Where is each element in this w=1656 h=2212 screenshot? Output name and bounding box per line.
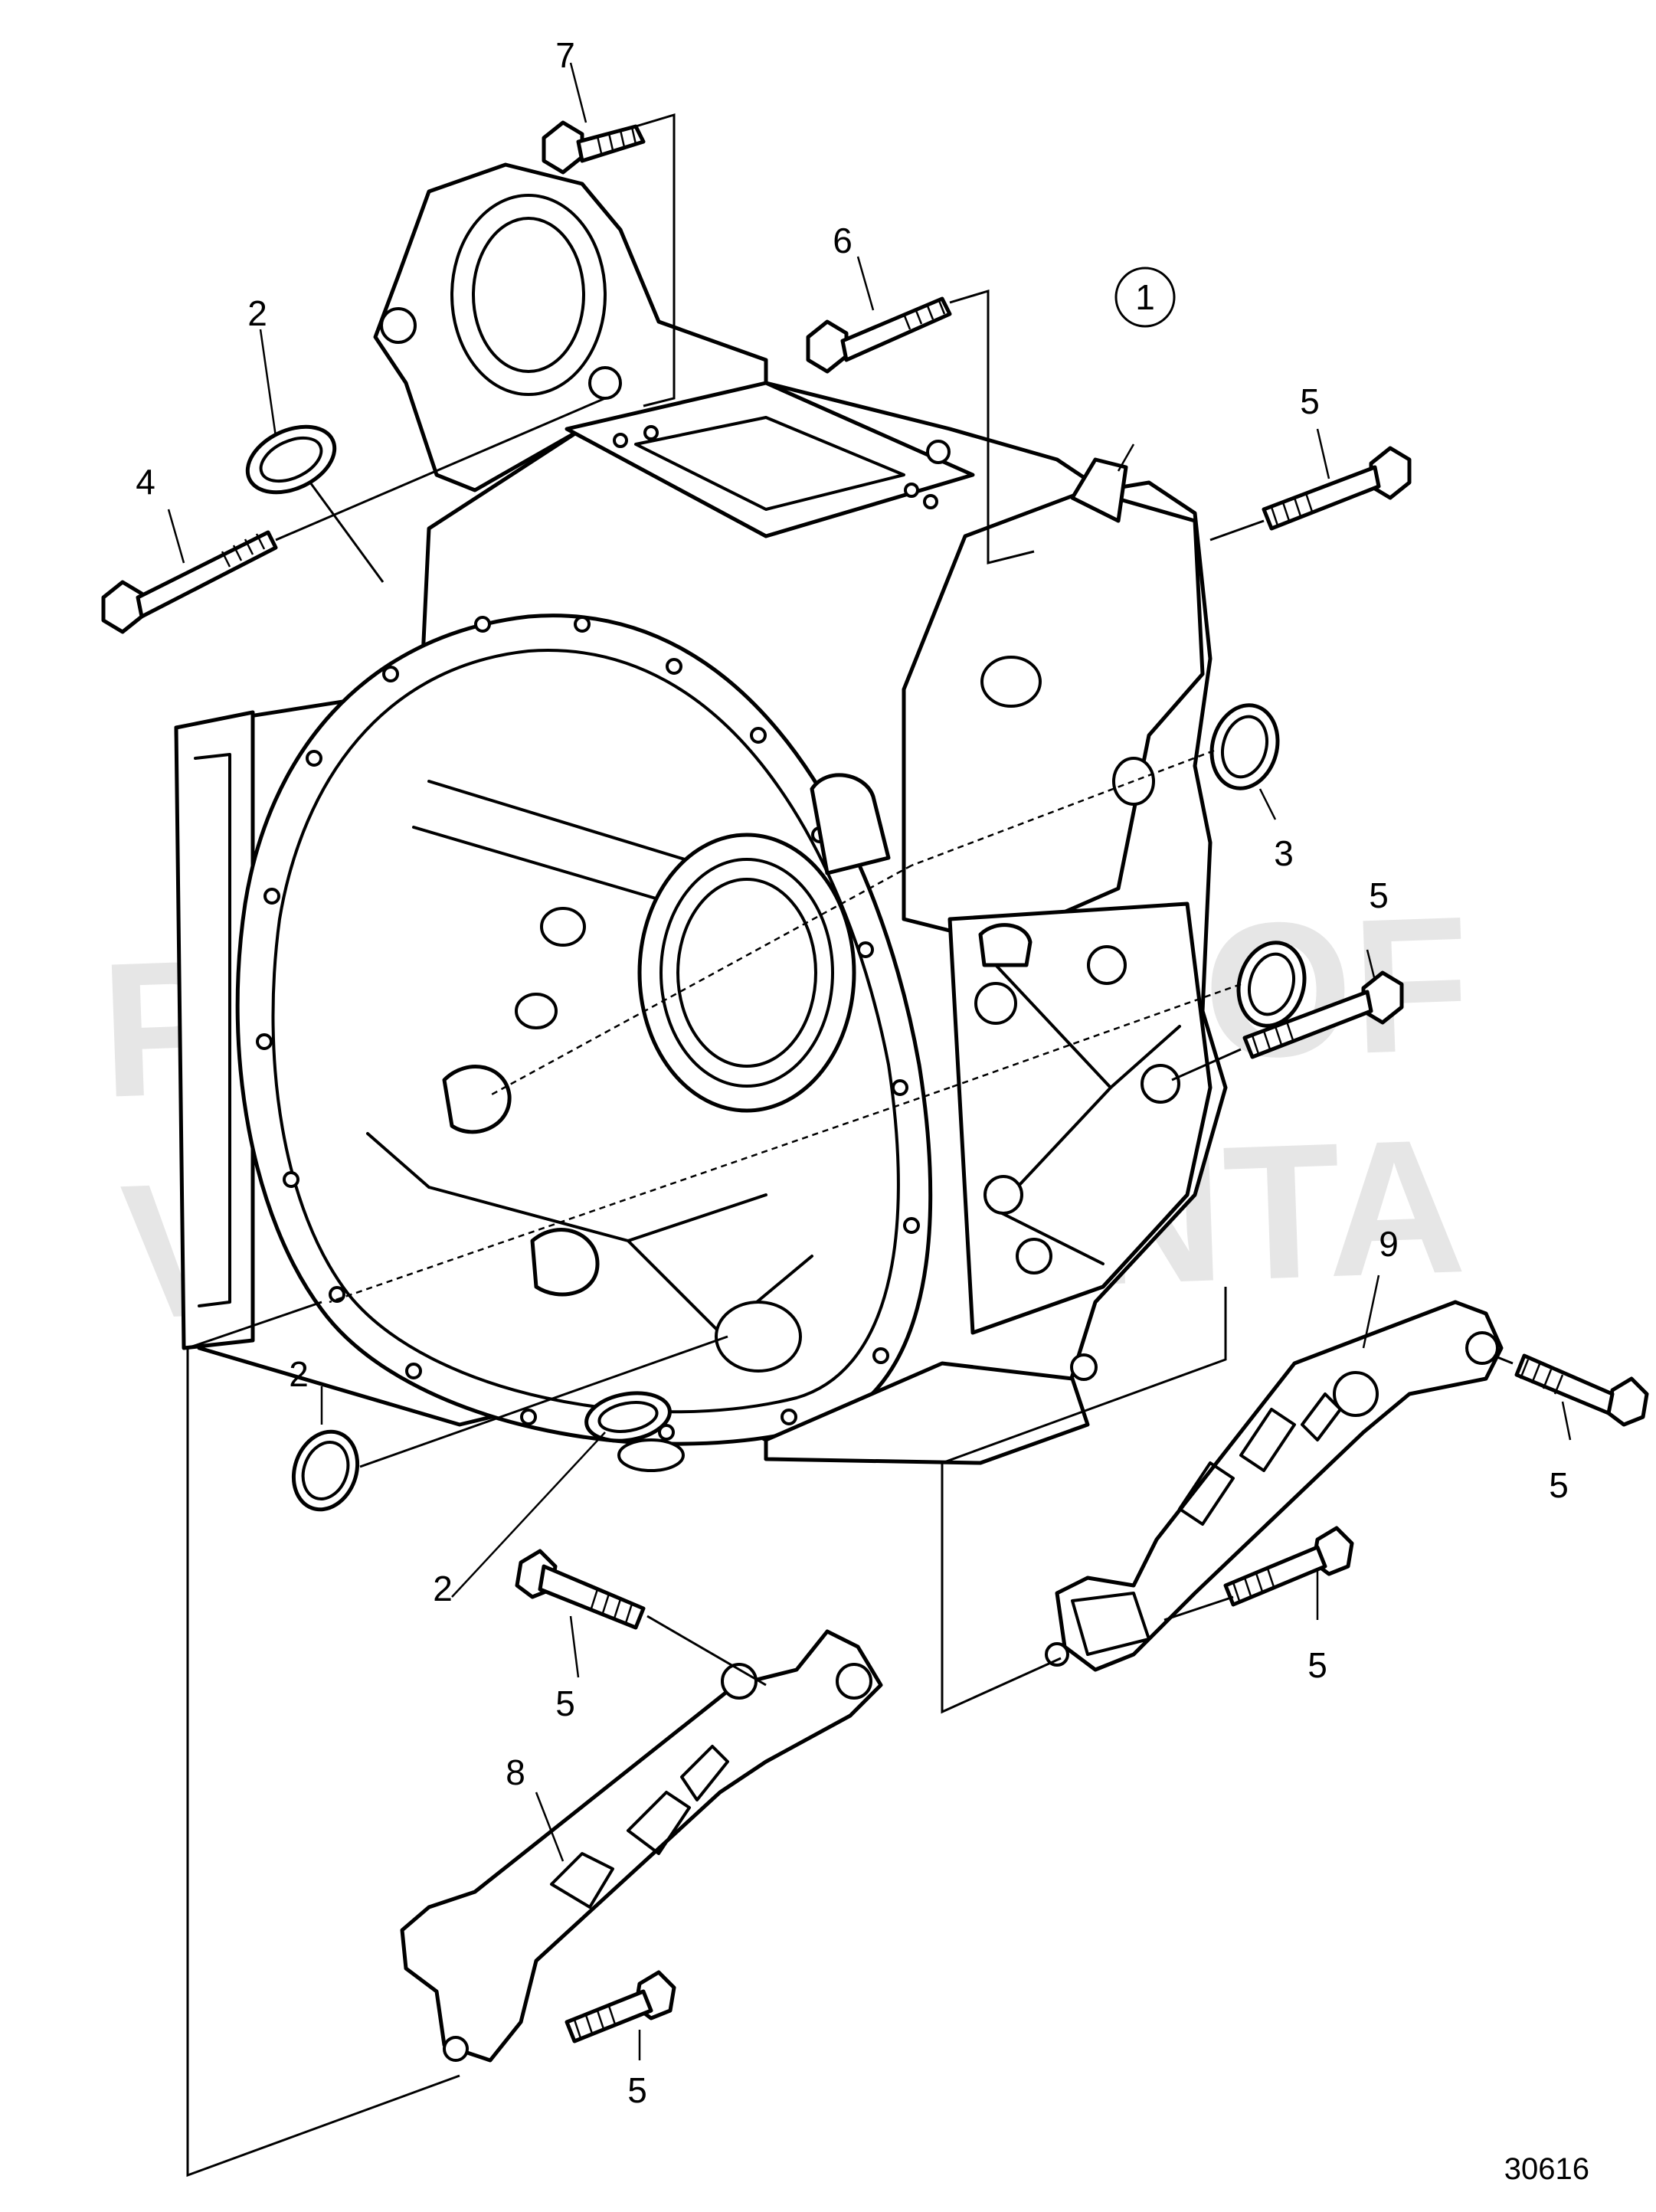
bolt-item-5-lower-left xyxy=(565,1970,676,2043)
callout-5-lower-left: 5 xyxy=(627,2070,647,2110)
callout-2-lower-left: 2 xyxy=(289,1354,309,1394)
bolt-item-5-right-bracket xyxy=(1223,1526,1354,1607)
flywheel-housing xyxy=(174,162,1228,1472)
bolt-item-5-right-middle xyxy=(1242,970,1404,1059)
seal-plug-upper-left xyxy=(245,424,337,495)
bolt-item-7 xyxy=(542,120,646,175)
seal-plug-right-lower xyxy=(1236,941,1307,1028)
bolt-item-5-center xyxy=(515,1549,646,1630)
callout-7: 7 xyxy=(555,35,575,75)
callout-2-upper: 2 xyxy=(247,293,267,333)
callout-3: 3 xyxy=(1274,833,1294,873)
callout-2-lower-center: 2 xyxy=(433,1569,453,1608)
callout-labels: 1 7 6 2 4 5 3 5 9 2 5 2 5 5 8 5 30616 xyxy=(136,35,1589,2186)
leader-lines xyxy=(167,62,1572,2178)
seal-plug-right-upper xyxy=(1209,703,1280,790)
bolt-item-6 xyxy=(806,296,952,374)
flange-bolt-holes xyxy=(256,616,920,1441)
callout-4: 4 xyxy=(136,462,155,502)
seal-plug-lower-left xyxy=(291,1429,360,1512)
callout-1: 1 xyxy=(1135,277,1155,317)
callout-8: 8 xyxy=(506,1752,525,1792)
callout-circle-1 xyxy=(1114,267,1176,328)
bolt-item-4 xyxy=(101,530,278,634)
callout-5-far-right: 5 xyxy=(1549,1465,1569,1505)
callout-9: 9 xyxy=(1379,1224,1399,1264)
callout-6: 6 xyxy=(833,221,853,260)
callout-5-right-bracket: 5 xyxy=(1307,1645,1327,1685)
callout-5-right-middle: 5 xyxy=(1369,875,1389,915)
seal-plug-lower-center xyxy=(584,1391,672,1443)
bolt-item-5-far-right xyxy=(1514,1353,1649,1427)
callout-5-center: 5 xyxy=(555,1684,575,1723)
bolt-item-5-upper-right xyxy=(1262,446,1412,531)
mounting-bracket-item-9 xyxy=(1045,1300,1504,1672)
diagram-reference-number: 30616 xyxy=(1504,2152,1589,2186)
mounting-bracket-item-8 xyxy=(400,1629,883,2063)
callout-5-upper-right: 5 xyxy=(1300,381,1320,421)
